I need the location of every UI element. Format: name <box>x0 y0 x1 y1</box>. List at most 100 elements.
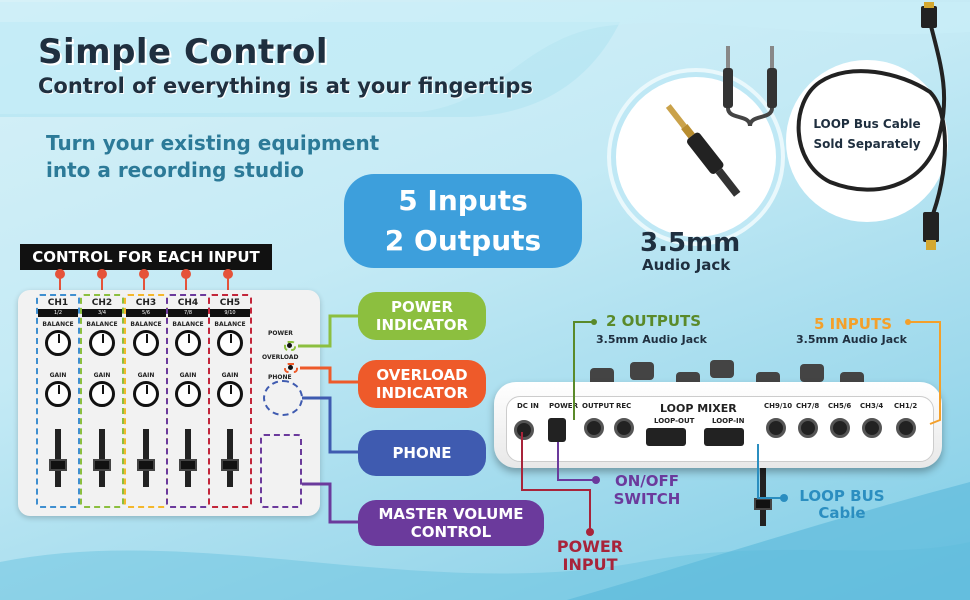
gain-knob[interactable] <box>217 381 243 407</box>
dc-in-port[interactable] <box>514 420 534 440</box>
power-led-label: POWER <box>268 330 293 337</box>
callout-line-1: POWER <box>390 298 454 316</box>
ch1-2-label: CH1/2 <box>894 402 918 410</box>
balance-knob[interactable] <box>133 330 159 356</box>
ch1-2-jack[interactable] <box>896 418 916 438</box>
channel-name: CH1 <box>47 298 69 308</box>
channel-strip-2: CH2 3/4 BALANCE GAIN <box>82 298 122 487</box>
fader-cap[interactable] <box>221 459 239 471</box>
gain-knob[interactable] <box>175 381 201 407</box>
rec-label: REC <box>616 402 632 410</box>
channel-fader[interactable] <box>221 429 239 487</box>
channel-sub: 7/8 <box>168 309 208 317</box>
cable-note: LOOP Bus Cable Sold Separately <box>798 114 936 154</box>
power-led-icon <box>287 343 292 348</box>
annotation-line-1: LOOP BUS <box>799 487 885 505</box>
gain-knob[interactable] <box>133 381 159 407</box>
balance-label: BALANCE <box>86 321 118 328</box>
channel-fader[interactable] <box>137 429 155 487</box>
power-indicator-callout: POWER INDICATOR <box>358 292 486 340</box>
ch5-6-jack[interactable] <box>830 418 850 438</box>
annotation-line-2: Cable <box>818 504 866 522</box>
overload-led-outline <box>284 363 298 373</box>
channel-strip-5: CH5 9/10 BALANCE GAIN <box>210 298 250 487</box>
device-callout-lines <box>521 319 941 536</box>
gain-label: GAIN <box>179 372 197 379</box>
ch5-6-label: CH5/6 <box>828 402 852 410</box>
annotation-line-2: INPUT <box>562 555 618 574</box>
callout-line-2: INDICATOR <box>375 384 469 402</box>
ch3-4-jack[interactable] <box>862 418 882 438</box>
outputs-count: 2 Outputs <box>384 224 542 257</box>
gain-label: GAIN <box>137 372 155 379</box>
channel-sub: 9/10 <box>210 309 250 317</box>
phone-callout: PHONE <box>358 430 486 476</box>
page-subtitle: Control of everything is at your fingert… <box>38 74 533 98</box>
callout-line-2: INDICATOR <box>375 316 469 334</box>
outputs-annotation-title: 2 OUTPUTS <box>606 312 702 330</box>
balance-knob[interactable] <box>89 330 115 356</box>
gain-knob[interactable] <box>45 381 71 407</box>
control-banner: CONTROL FOR EACH INPUT <box>20 244 272 270</box>
jack-circle <box>611 72 781 242</box>
channel-sub: 1/2 <box>38 309 78 317</box>
channel-name: CH3 <box>135 298 157 308</box>
fader-cap[interactable] <box>137 459 155 471</box>
loop-bus-annotation: LOOP BUS Cable <box>790 488 894 522</box>
master-fader-outline <box>260 434 302 508</box>
loop-out-port[interactable] <box>646 428 686 446</box>
inputs-annotation-sub: 3.5mm Audio Jack <box>796 333 907 346</box>
balance-label: BALANCE <box>130 321 162 328</box>
overload-indicator-callout: OVERLOAD INDICATOR <box>358 360 486 408</box>
channel-fader[interactable] <box>179 429 197 487</box>
gain-knob[interactable] <box>89 381 115 407</box>
gain-label: GAIN <box>221 372 239 379</box>
channel-sub: 3/4 <box>82 309 122 317</box>
phone-label: PHONE <box>268 374 292 381</box>
balance-label: BALANCE <box>172 321 204 328</box>
inputs-count: 5 Inputs <box>398 184 528 217</box>
loop-out-label: LOOP-OUT <box>654 417 695 425</box>
balance-knob[interactable] <box>45 330 71 356</box>
device-title: LOOP MIXER <box>660 402 737 415</box>
gain-label: GAIN <box>93 372 111 379</box>
output-jack[interactable] <box>584 418 604 438</box>
balance-label: BALANCE <box>42 321 74 328</box>
fader-cap[interactable] <box>179 459 197 471</box>
channel-fader[interactable] <box>93 429 111 487</box>
balance-knob[interactable] <box>175 330 201 356</box>
tagline-line-1: Turn your existing equipment <box>46 131 380 155</box>
rec-jack[interactable] <box>614 418 634 438</box>
power-switch[interactable] <box>548 418 566 442</box>
channel-name: CH4 <box>177 298 199 308</box>
callout-line-1: OVERLOAD <box>376 366 468 384</box>
cable-note-line-2: Sold Separately <box>813 137 921 151</box>
tagline: Turn your existing equipment into a reco… <box>46 130 406 184</box>
outputs-annotation-sub: 3.5mm Audio Jack <box>596 333 707 346</box>
callout-line-1: MASTER VOLUME <box>378 505 524 523</box>
annotation-line-1: ON/OFF <box>614 472 680 490</box>
channel-fader[interactable] <box>49 429 67 487</box>
dc-in-label: DC IN <box>517 402 539 410</box>
channel-name: CH2 <box>91 298 113 308</box>
fader-cap[interactable] <box>49 459 67 471</box>
annotation-line-2: SWITCH <box>613 490 681 508</box>
ch7-8-jack[interactable] <box>798 418 818 438</box>
channel-5-outline <box>208 294 252 508</box>
loop-cable-icon <box>796 2 947 250</box>
overload-led-label: OVERLOAD <box>262 354 299 361</box>
ch9-10-jack[interactable] <box>766 418 786 438</box>
channel-strip-4: CH4 7/8 BALANCE GAIN <box>168 298 208 487</box>
balance-label: BALANCE <box>214 321 246 328</box>
fader-cap[interactable] <box>93 459 111 471</box>
ch3-4-label: CH3/4 <box>860 402 884 410</box>
balance-knob[interactable] <box>217 330 243 356</box>
callout-line-2: CONTROL <box>410 523 492 541</box>
output-label: OUTPUT <box>582 402 614 410</box>
jack-size-label: 3.5mm <box>640 228 741 258</box>
channel-sub: 5/6 <box>126 309 166 317</box>
inputs-annotation-title: 5 INPUTS <box>814 315 893 333</box>
loop-in-port[interactable] <box>704 428 744 446</box>
channel-strip-1: CH1 1/2 BALANCE GAIN <box>38 298 78 487</box>
callout-line-1: PHONE <box>392 444 452 462</box>
